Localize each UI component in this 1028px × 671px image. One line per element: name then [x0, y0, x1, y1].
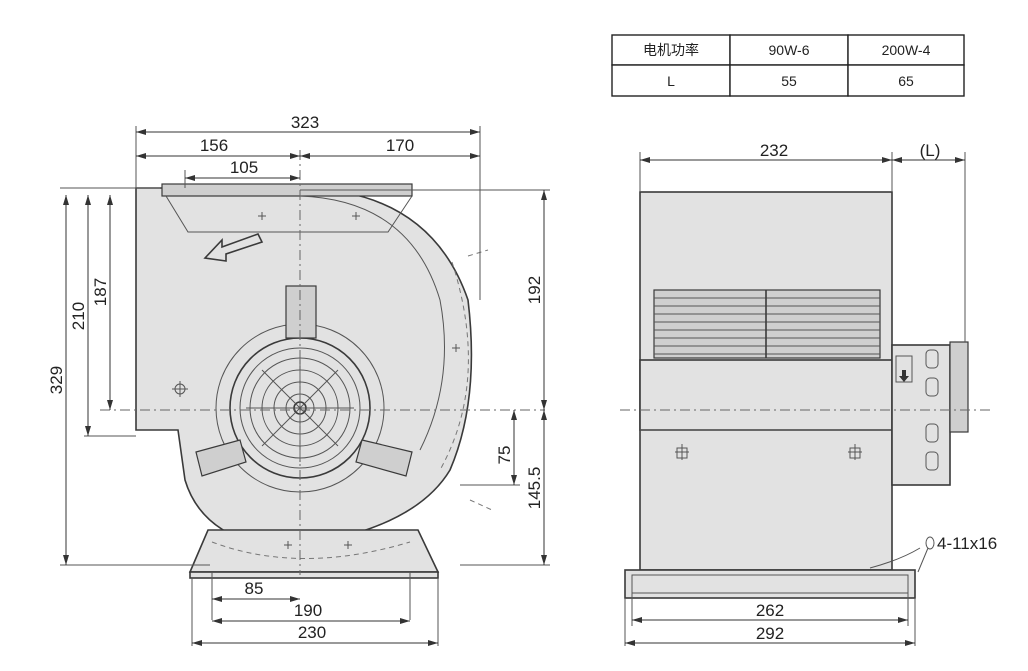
- dim-base-hole: 85: [245, 579, 264, 598]
- front-dimensions: 323 156 170 105 329 210 187 192 145.5: [47, 113, 550, 646]
- side-dimensions: 232 (L) 262 292 4-11x16: [624, 141, 997, 646]
- table-value-model-1: 55: [781, 73, 797, 89]
- motor-bracket-right: [355, 439, 413, 477]
- dim-left-width: 156: [200, 136, 228, 155]
- motor-bracket-left: [195, 439, 247, 477]
- table-header-motor-power: 电机功率: [643, 42, 699, 58]
- impeller-wheel: [653, 289, 881, 359]
- dim-side-base-outer: 292: [756, 624, 784, 643]
- table-header-model-2: 200W-4: [882, 42, 931, 58]
- hole-note: 4-11x16: [937, 534, 997, 553]
- airflow-arrow-icon: [203, 233, 264, 262]
- dim-right-width: 170: [386, 136, 414, 155]
- table-value-model-2: 65: [898, 73, 914, 89]
- motor-body: [891, 344, 951, 486]
- bolt-icon: [675, 444, 862, 460]
- dim-side-base-inner: 262: [756, 601, 784, 620]
- dim-outlet-width: 105: [230, 158, 258, 177]
- table-header-model-1: 90W-6: [769, 42, 810, 58]
- motor-bracket-top: [285, 285, 317, 339]
- dim-outlet-height: 210: [69, 302, 88, 330]
- front-base: [188, 529, 440, 573]
- dim-axis-offset: 75: [495, 446, 514, 465]
- spec-table: 电机功率 90W-6 200W-4 L 55 65: [611, 34, 965, 97]
- dim-motor-length: (L): [920, 141, 941, 160]
- side-view: [620, 191, 990, 599]
- dim-total-height: 329: [47, 366, 66, 394]
- side-base: [624, 569, 916, 599]
- table-row-label: L: [667, 73, 675, 89]
- dim-total-width: 323: [291, 113, 319, 132]
- dim-right-height: 192: [525, 276, 544, 304]
- mount-hole-icon: [172, 381, 188, 397]
- motor-end-cap: [949, 341, 969, 433]
- dim-outlet-inner: 187: [91, 278, 110, 306]
- dim-body-width: 232: [760, 141, 788, 160]
- motor-fin-slots: [925, 349, 939, 471]
- dim-base-inner: 190: [294, 601, 322, 620]
- dim-axis-height: 145.5: [525, 467, 544, 510]
- dim-base-outer: 230: [298, 623, 326, 642]
- front-view: [100, 150, 545, 579]
